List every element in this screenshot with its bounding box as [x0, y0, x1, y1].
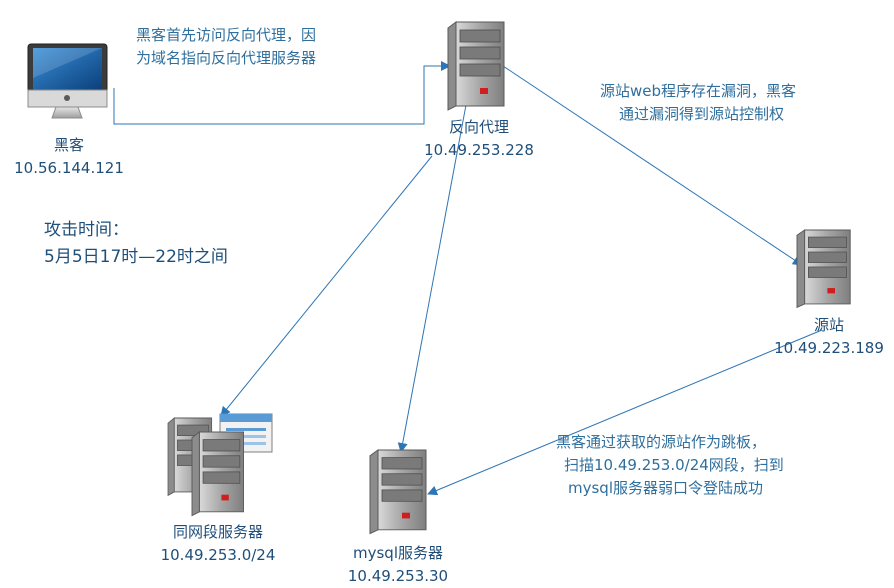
proxy-ip: 10.49.253.228	[424, 141, 534, 159]
origin-name: 源站	[813, 316, 844, 334]
note-step1-line2: 为域名指向反向代理服务器	[136, 49, 317, 67]
proxy-label: 反向代理 10.49.253.228	[414, 116, 544, 162]
hacker-ip: 10.56.144.121	[14, 159, 124, 177]
edge-proxy-to-mysql	[397, 104, 467, 453]
segment-label: 同网段服务器 10.49.253.0/24	[150, 521, 286, 567]
note-step2-line1: 源站web程序存在漏洞，黑客	[600, 82, 797, 100]
attack-time-heading: 攻击时间：	[44, 220, 129, 240]
note-step3-line2: 扫描10.49.253.0/24网段，扫到	[564, 456, 784, 474]
edge-origin-to-mysql	[427, 329, 823, 496]
origin-ip: 10.49.223.189	[774, 339, 884, 357]
origin-label: 源站 10.49.223.189	[770, 314, 888, 360]
mysql-ip: 10.49.253.30	[347, 567, 449, 585]
note-step3: 黑客通过获取的源站作为跳板， 扫描10.49.253.0/24网段，扫到 mys…	[556, 431, 784, 500]
note-step1: 黑客首先访问反向代理，因 为域名指向反向代理服务器	[136, 24, 316, 70]
note-step2: 源站web程序存在漏洞，黑客 通过漏洞得到源站控制权	[600, 80, 796, 126]
attack-time-range: 5月5日17时—22时之间	[44, 247, 228, 267]
note-step1-line1: 黑客首先访问反向代理，因	[136, 26, 317, 44]
attack-time: 攻击时间： 5月5日17时—22时之间	[44, 217, 228, 271]
hacker-name: 黑客	[53, 136, 84, 154]
server-tower-icon	[447, 21, 505, 111]
server-tower-icon	[369, 449, 427, 535]
edge-proxy-to-segment	[220, 155, 433, 417]
note-step3-line1: 黑客通过获取的源站作为跳板，	[556, 433, 767, 451]
server-tower-icon	[796, 229, 851, 308]
note-step3-line3: mysql服务器弱口令登陆成功	[568, 479, 763, 497]
segment-name: 同网段服务器	[172, 523, 263, 541]
segment-ip: 10.49.253.0/24	[160, 546, 276, 564]
imac-computer-icon	[27, 43, 108, 119]
edge-proxy-to-origin	[502, 65, 803, 266]
edge-hacker-to-proxy	[113, 61, 451, 125]
proxy-name: 反向代理	[448, 118, 509, 136]
mysql-name: mysql服务器	[353, 544, 443, 562]
mysql-label: mysql服务器 10.49.253.30	[336, 542, 460, 588]
hacker-label: 黑客 10.56.144.121	[14, 134, 124, 180]
note-step2-line2: 通过漏洞得到源站控制权	[619, 105, 785, 123]
server-group-icon	[167, 413, 273, 517]
